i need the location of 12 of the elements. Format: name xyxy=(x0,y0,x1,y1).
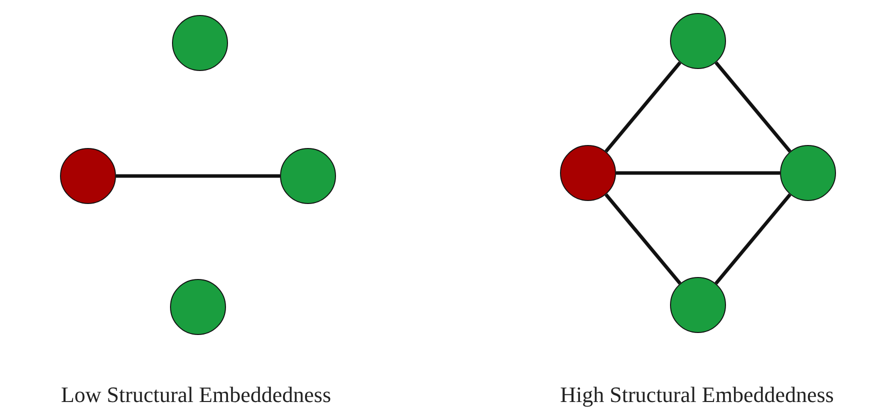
connector-line xyxy=(604,193,682,285)
connector-line xyxy=(616,171,780,175)
node-circle xyxy=(560,145,616,201)
graph-caption: Low Structural Embeddedness xyxy=(60,382,332,408)
node-circle xyxy=(670,277,726,333)
connector-line xyxy=(714,193,792,285)
node-circle xyxy=(670,13,726,69)
connector-line xyxy=(714,61,792,153)
connector-line xyxy=(604,61,682,153)
connector-line xyxy=(116,174,280,178)
node-circle xyxy=(780,145,836,201)
graph-caption: High Structural Embeddedness xyxy=(560,382,834,408)
